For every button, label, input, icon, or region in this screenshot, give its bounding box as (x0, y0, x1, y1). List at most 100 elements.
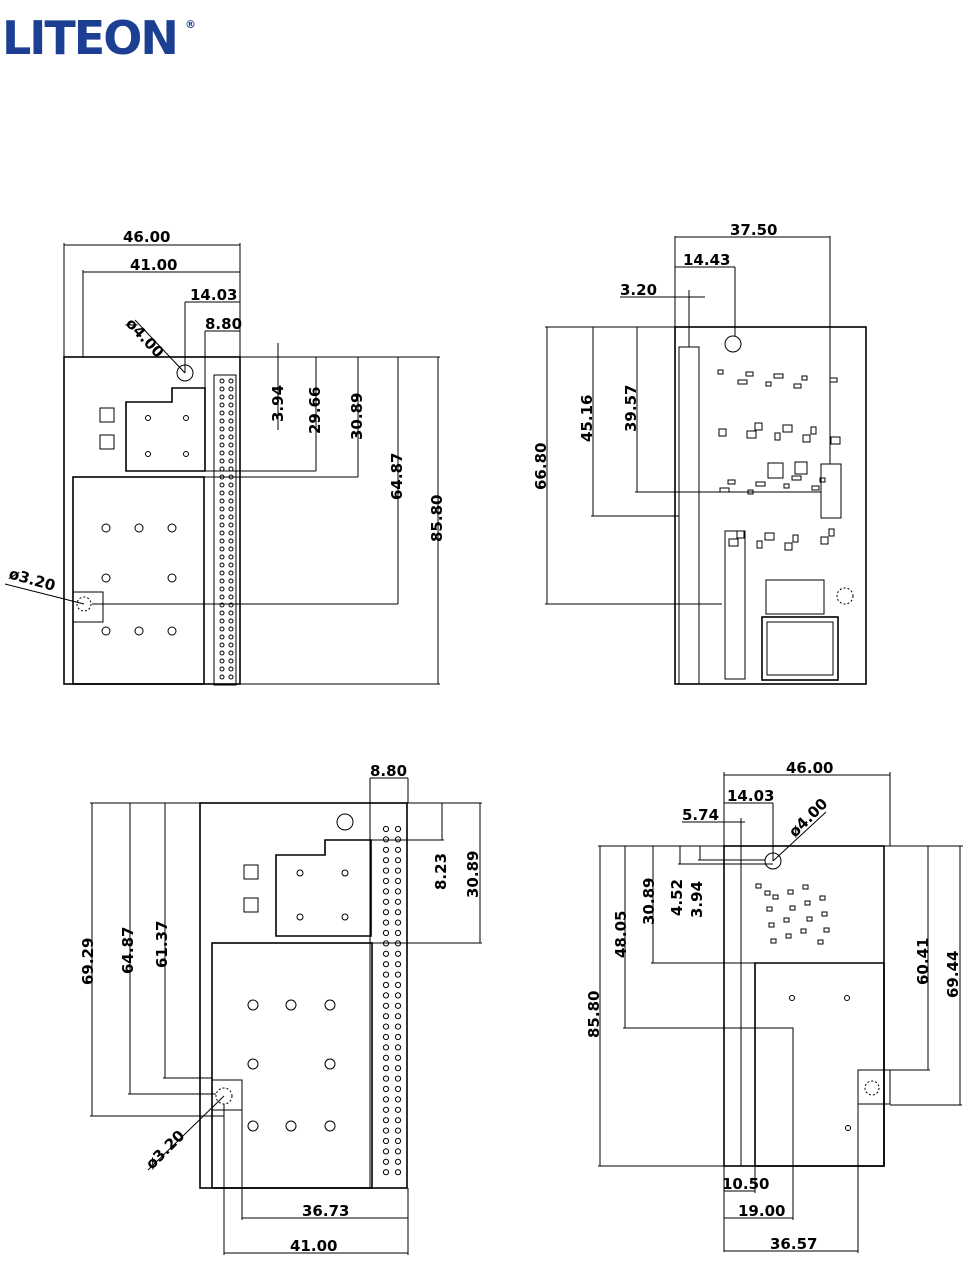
bottom-left-view: 8.80 8.23 30.89 69.29 64.87 61.37 ø3.20 … (60, 755, 500, 1260)
pin (383, 993, 388, 998)
pin (229, 379, 233, 383)
smd-part (729, 539, 738, 546)
pin (383, 1149, 388, 1154)
pin (383, 1107, 388, 1112)
smd-part (784, 484, 789, 488)
dim-46: 46.00 (123, 228, 170, 246)
pin (229, 635, 233, 639)
pin (220, 547, 224, 551)
ic-chip (795, 462, 807, 474)
pin (229, 403, 233, 407)
pin (383, 930, 388, 935)
pin (229, 675, 233, 679)
dim-hole-3-20: ø3.20 (7, 565, 57, 595)
pin (220, 523, 224, 527)
via (845, 996, 850, 1001)
dim-14-03: 14.03 (727, 787, 774, 805)
dim-61-37: 61.37 (153, 921, 171, 968)
dim-66-80: 66.80 (532, 443, 550, 490)
pin (220, 595, 224, 599)
pin (383, 899, 388, 904)
pin (395, 1097, 400, 1102)
pin (220, 651, 224, 655)
pin (229, 435, 233, 439)
dim-14-43: 14.43 (683, 251, 730, 269)
smd-part (718, 370, 723, 374)
pin (383, 1003, 388, 1008)
pin (383, 837, 388, 842)
mounting-hole-4mm (725, 336, 741, 352)
dim-39-57: 39.57 (622, 385, 640, 432)
smd-part (803, 885, 808, 889)
shield-holes (102, 524, 176, 635)
smd-part (829, 529, 834, 536)
pin (383, 1097, 388, 1102)
shield-holes (248, 1000, 335, 1131)
shield-module (212, 943, 372, 1188)
dim-14-03: 14.03 (190, 286, 237, 304)
pin (229, 587, 233, 591)
pin (229, 419, 233, 423)
dim-29-66: 29.66 (306, 387, 324, 434)
pin (383, 951, 388, 956)
via (342, 870, 348, 876)
pin (383, 920, 388, 925)
via (184, 416, 189, 421)
smd-part (784, 918, 789, 922)
pin (383, 868, 388, 873)
pin (383, 1055, 388, 1060)
pin (229, 459, 233, 463)
pin (383, 972, 388, 977)
via (297, 914, 303, 920)
component-pad (244, 898, 258, 912)
pin (229, 523, 233, 527)
pin (395, 920, 400, 925)
mounting-hole-4mm (337, 814, 353, 830)
pin (229, 595, 233, 599)
pin (383, 1086, 388, 1091)
pin (395, 982, 400, 987)
pin (383, 1066, 388, 1071)
pin (383, 1138, 388, 1143)
pin (229, 443, 233, 447)
pin (220, 555, 224, 559)
pin (229, 667, 233, 671)
dim-hole-3-20: ø3.20 (142, 1127, 188, 1173)
pin (229, 611, 233, 615)
pin (220, 643, 224, 647)
pin (229, 411, 233, 415)
smd-part (831, 437, 840, 444)
dim-64-87: 64.87 (119, 927, 137, 974)
small-shield (126, 388, 205, 471)
pin (220, 419, 224, 423)
mounting-tab (73, 592, 103, 622)
pin (395, 1128, 400, 1133)
smd-part (786, 934, 791, 938)
liteon-logo: LITEON ® (2, 14, 202, 58)
pin (229, 539, 233, 543)
shield-module (755, 963, 884, 1166)
dim-hole-4: ø4.00 (122, 314, 167, 361)
pin (395, 858, 400, 863)
pin (220, 587, 224, 591)
smd-part (720, 488, 729, 492)
pin (229, 499, 233, 503)
pin (395, 910, 400, 915)
via (342, 914, 348, 920)
registered-mark: ® (185, 18, 196, 31)
component-pad (100, 408, 114, 422)
mounting-hole-3mm (865, 1081, 879, 1095)
pin (229, 483, 233, 487)
small-shield (276, 840, 371, 936)
top-right-view: 37.50 14.43 3.20 66.80 45.16 39.57 (500, 220, 970, 700)
smd-part (783, 425, 792, 432)
pin (220, 579, 224, 583)
pin (229, 515, 233, 519)
pin (229, 547, 233, 551)
pin (395, 1138, 400, 1143)
pin (229, 507, 233, 511)
component-pad (244, 865, 258, 879)
board-outline-back (724, 846, 884, 1166)
pin (220, 411, 224, 415)
smd-part (765, 891, 770, 895)
